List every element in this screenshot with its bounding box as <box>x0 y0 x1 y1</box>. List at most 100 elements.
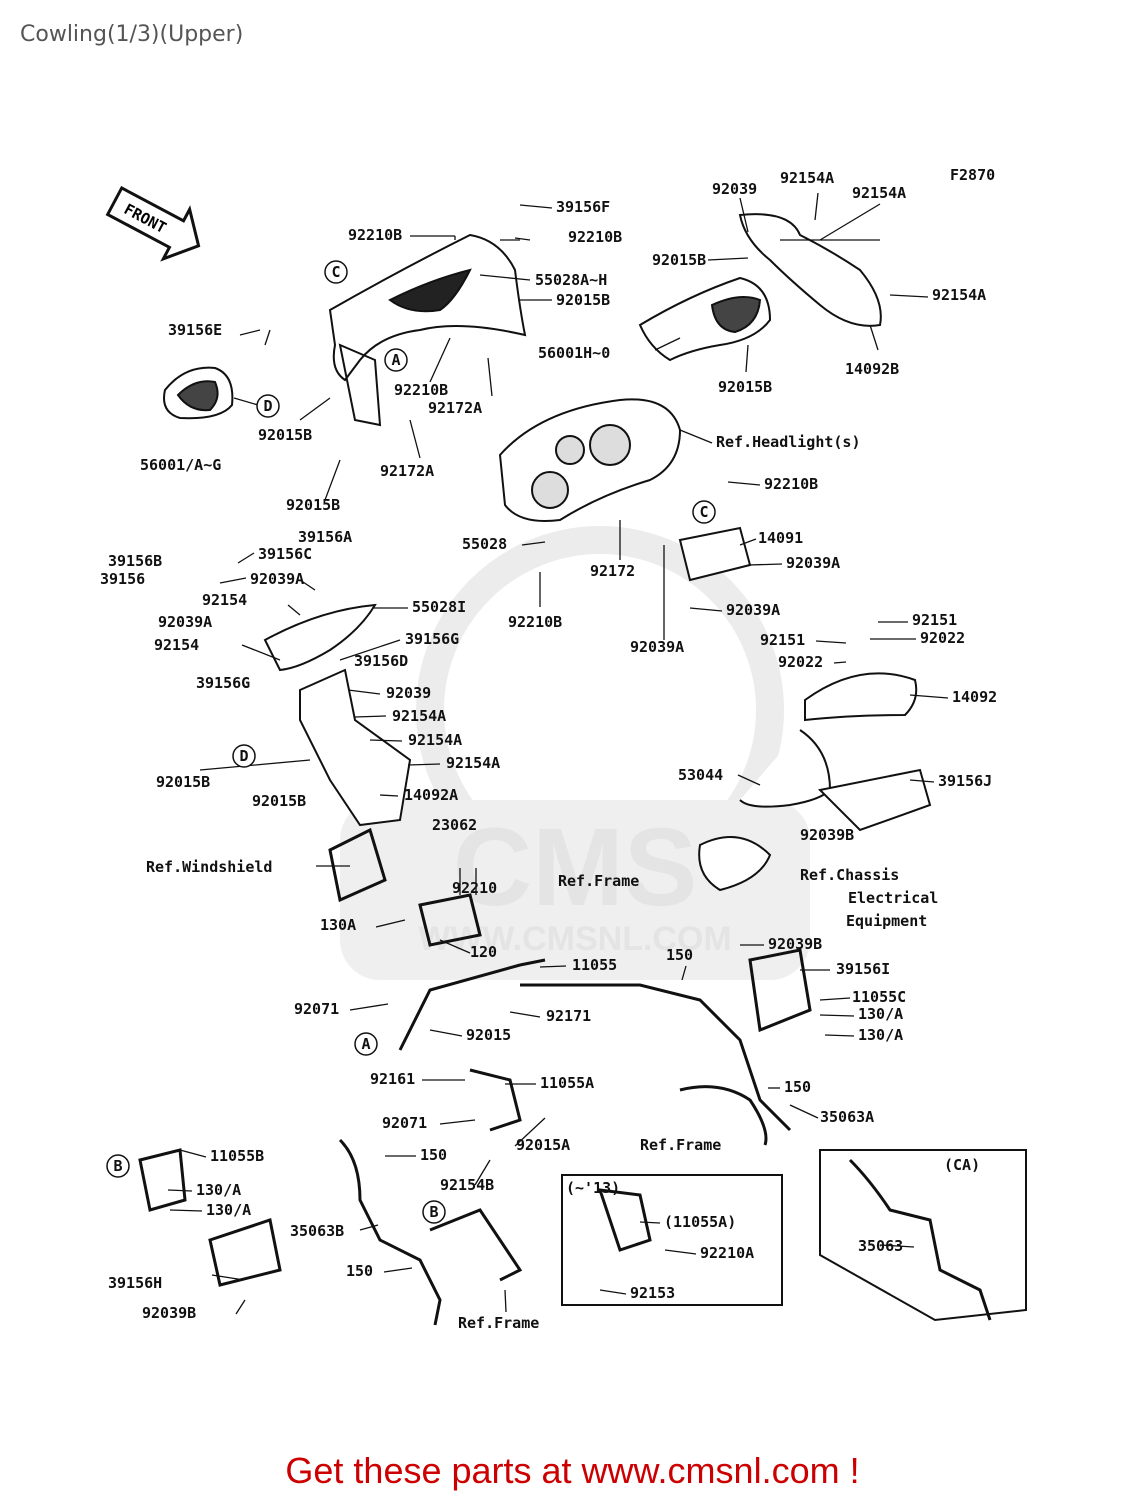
callout-letter: C <box>331 263 340 281</box>
leader-line <box>824 1034 855 1037</box>
part-label: 130/A <box>858 1026 903 1044</box>
leader-line <box>519 204 553 209</box>
part-label: 92022 <box>778 653 823 671</box>
leader-line <box>814 192 819 221</box>
leader-line <box>747 563 783 566</box>
part-label: 92161 <box>370 1070 415 1088</box>
leader-lines <box>167 192 949 1315</box>
leader-line <box>354 715 387 718</box>
part-label: 14092A <box>404 786 458 804</box>
mirror-left <box>163 366 234 420</box>
part-label: 92039A <box>726 601 780 619</box>
leader-line <box>237 552 255 564</box>
part-label: (~'13) <box>566 1179 620 1197</box>
part-label: 92172A <box>428 399 482 417</box>
part-label: 11055C <box>852 988 906 1006</box>
part-label: 92154A <box>446 754 500 772</box>
part-label: 92151 <box>912 611 957 629</box>
watermark-url: WWW.CMSNL.COM <box>418 920 732 958</box>
leader-line <box>739 197 749 233</box>
part-label: 92015A <box>516 1136 570 1154</box>
callout-letter: D <box>263 397 272 415</box>
part-label: 130/A <box>206 1201 251 1219</box>
part-label: 55028I <box>412 598 466 616</box>
part-label: 92172A <box>380 462 434 480</box>
part-label: 92039B <box>768 935 822 953</box>
part-label: 11055A <box>540 1074 594 1092</box>
callout-letter: A <box>361 1035 370 1053</box>
callout-letter: B <box>113 1157 122 1175</box>
watermark: CMS WWW.CMSNL.COM <box>340 526 810 980</box>
part-label: 92022 <box>920 629 965 647</box>
part-label: 92039B <box>800 826 854 844</box>
leader-line <box>264 329 271 346</box>
part-label: 92015B <box>556 291 610 309</box>
part-label: 92039A <box>158 613 212 631</box>
leader-line <box>241 644 281 661</box>
leader-line <box>664 1249 697 1255</box>
part-label: 92039 <box>712 180 757 198</box>
part-label: 92154B <box>440 1176 494 1194</box>
callout-letter: B <box>429 1203 438 1221</box>
footer-link[interactable]: Get these parts at www.cmsnl.com ! <box>285 1450 860 1491</box>
part-label: (11055A) <box>664 1213 736 1231</box>
part-label: 150 <box>784 1078 811 1096</box>
watermark-text: CMS <box>453 806 697 929</box>
part-label: 150 <box>420 1146 447 1164</box>
part-label: 23062 <box>432 816 477 834</box>
part-label: 56001/A~G <box>140 456 221 474</box>
part-label: 92154A <box>780 169 834 187</box>
diagram-code: F2870 <box>950 166 995 184</box>
leader-line <box>339 639 401 661</box>
part-label: 39156A <box>298 528 352 546</box>
leader-line <box>369 739 403 742</box>
part-label: Ref.Frame <box>640 1136 721 1154</box>
leader-line <box>407 763 441 766</box>
part-label: 92210 <box>452 879 497 897</box>
front-arrow: FRONT <box>105 185 201 262</box>
leader-line <box>169 1209 203 1212</box>
leader-line <box>504 1289 507 1313</box>
callout-letter: D <box>239 747 248 765</box>
part-label: 39156J <box>938 772 992 790</box>
leader-line <box>479 274 531 281</box>
part-label: 92039B <box>142 1304 196 1322</box>
part-label: 92039 <box>386 684 431 702</box>
part-label: 39156I <box>836 960 890 978</box>
part-label: 39156C <box>258 545 312 563</box>
callout-circle <box>324 260 348 284</box>
callout-circle <box>354 1032 378 1056</box>
part-label: 92210B <box>764 475 818 493</box>
leader-line <box>347 689 381 695</box>
leader-line <box>681 965 687 981</box>
callout-circle <box>106 1154 130 1178</box>
leader-line <box>745 344 749 373</box>
part-label: 92154 <box>202 591 247 609</box>
leader-line <box>349 1003 389 1011</box>
leader-line <box>287 604 301 616</box>
leader-line <box>199 759 311 771</box>
leader-line <box>639 1221 661 1224</box>
leader-line <box>909 779 935 783</box>
part-label: 92015 <box>466 1026 511 1044</box>
leader-line <box>299 397 331 421</box>
part-label: 53044 <box>678 766 723 784</box>
part-label: 39156H <box>108 1274 162 1292</box>
part-label: 55028A~H <box>535 271 607 289</box>
part-label: 92210B <box>508 613 562 631</box>
part-label: 92154 <box>154 636 199 654</box>
leader-line <box>235 1299 246 1315</box>
part-label: 92210A <box>700 1244 754 1262</box>
leader-line <box>514 237 531 241</box>
side-panels-right <box>678 526 932 892</box>
inset-box-ca <box>819 1149 1027 1322</box>
part-label: 39156B <box>108 552 162 570</box>
part-label: 92015B <box>652 251 706 269</box>
part-label: (CA) <box>944 1156 980 1174</box>
part-label: 150 <box>346 1262 373 1280</box>
leader-line <box>879 1244 915 1248</box>
side-panels-left <box>263 603 412 827</box>
part-label: Ref.Frame <box>458 1314 539 1332</box>
leader-line <box>869 324 879 351</box>
part-label: 39156E <box>168 321 222 339</box>
